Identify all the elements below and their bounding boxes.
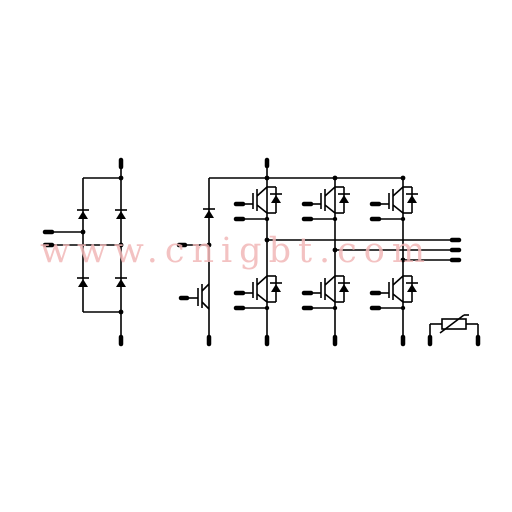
diode bbox=[77, 277, 89, 287]
diode bbox=[115, 209, 127, 219]
diode bbox=[203, 208, 215, 218]
diode bbox=[77, 209, 89, 219]
rectifier-bridge bbox=[42, 157, 127, 347]
thermistor bbox=[427, 314, 481, 347]
diode bbox=[115, 277, 127, 287]
inverter-legs bbox=[233, 175, 418, 347]
inverter-leg bbox=[233, 175, 282, 347]
inverter-leg bbox=[301, 175, 350, 347]
inverter-section bbox=[176, 157, 462, 347]
igbt bbox=[184, 283, 210, 310]
